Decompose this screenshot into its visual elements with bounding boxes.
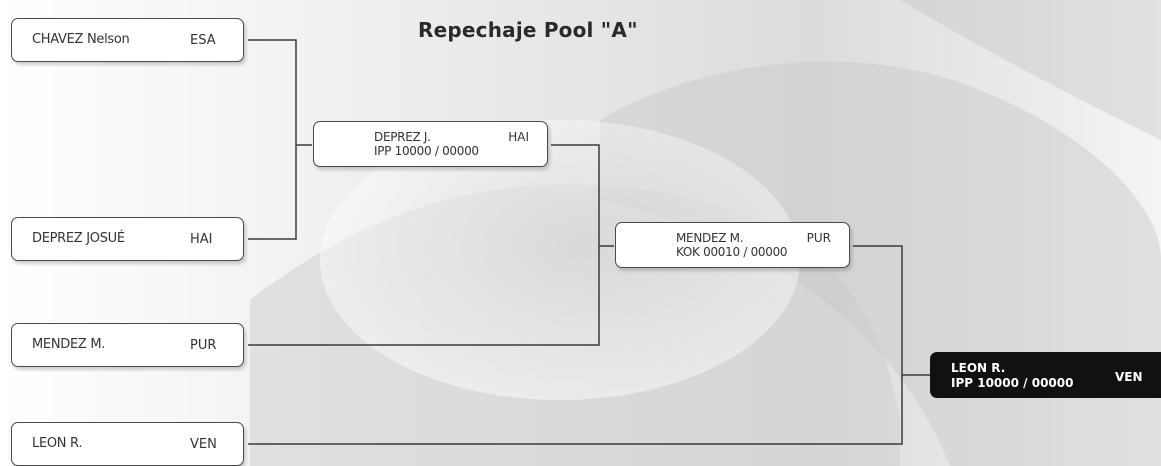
entrant-name: LEON R.	[32, 436, 82, 451]
final-winner-score: IPP 10000 / 00000	[951, 376, 1073, 390]
entrant-name: CHAVEZ Nelson	[32, 32, 129, 47]
match-winner-country: PUR	[807, 231, 831, 245]
entrant-country: ESA	[190, 33, 216, 48]
match-winner-name: DEPREZ J.	[374, 130, 431, 144]
entrant-name: DEPREZ JOSUÉ	[32, 231, 125, 246]
match-winner-name: MENDEZ M.	[676, 231, 743, 245]
entrant-country: HAI	[190, 232, 213, 247]
entrant-box-3: MENDEZ M. PUR	[11, 323, 244, 367]
match-score: IPP 10000 / 00000	[374, 144, 479, 158]
entrant-box-2: DEPREZ JOSUÉ HAI	[11, 217, 244, 261]
page-title: Repechaje Pool "A"	[418, 18, 638, 42]
entrant-box-1: CHAVEZ Nelson ESA	[11, 18, 244, 62]
match-winner-country: HAI	[508, 130, 529, 144]
entrant-name: MENDEZ M.	[32, 337, 105, 352]
entrant-box-4: LEON R. VEN	[11, 422, 244, 466]
final-winner-name: LEON R.	[951, 361, 1005, 375]
match-score: KOK 00010 / 00000	[676, 245, 787, 259]
final-winner-country: VEN	[1115, 370, 1143, 384]
entrant-country: VEN	[190, 437, 217, 452]
match-box-1: DEPREZ J. HAI IPP 10000 / 00000	[313, 121, 548, 167]
match-box-2: MENDEZ M. PUR KOK 00010 / 00000	[615, 222, 850, 268]
connector-round2	[248, 145, 599, 345]
entrant-country: PUR	[190, 338, 216, 353]
final-winner-box: LEON R. IPP 10000 / 00000 VEN	[930, 352, 1161, 398]
connector-round1-top	[248, 40, 296, 239]
